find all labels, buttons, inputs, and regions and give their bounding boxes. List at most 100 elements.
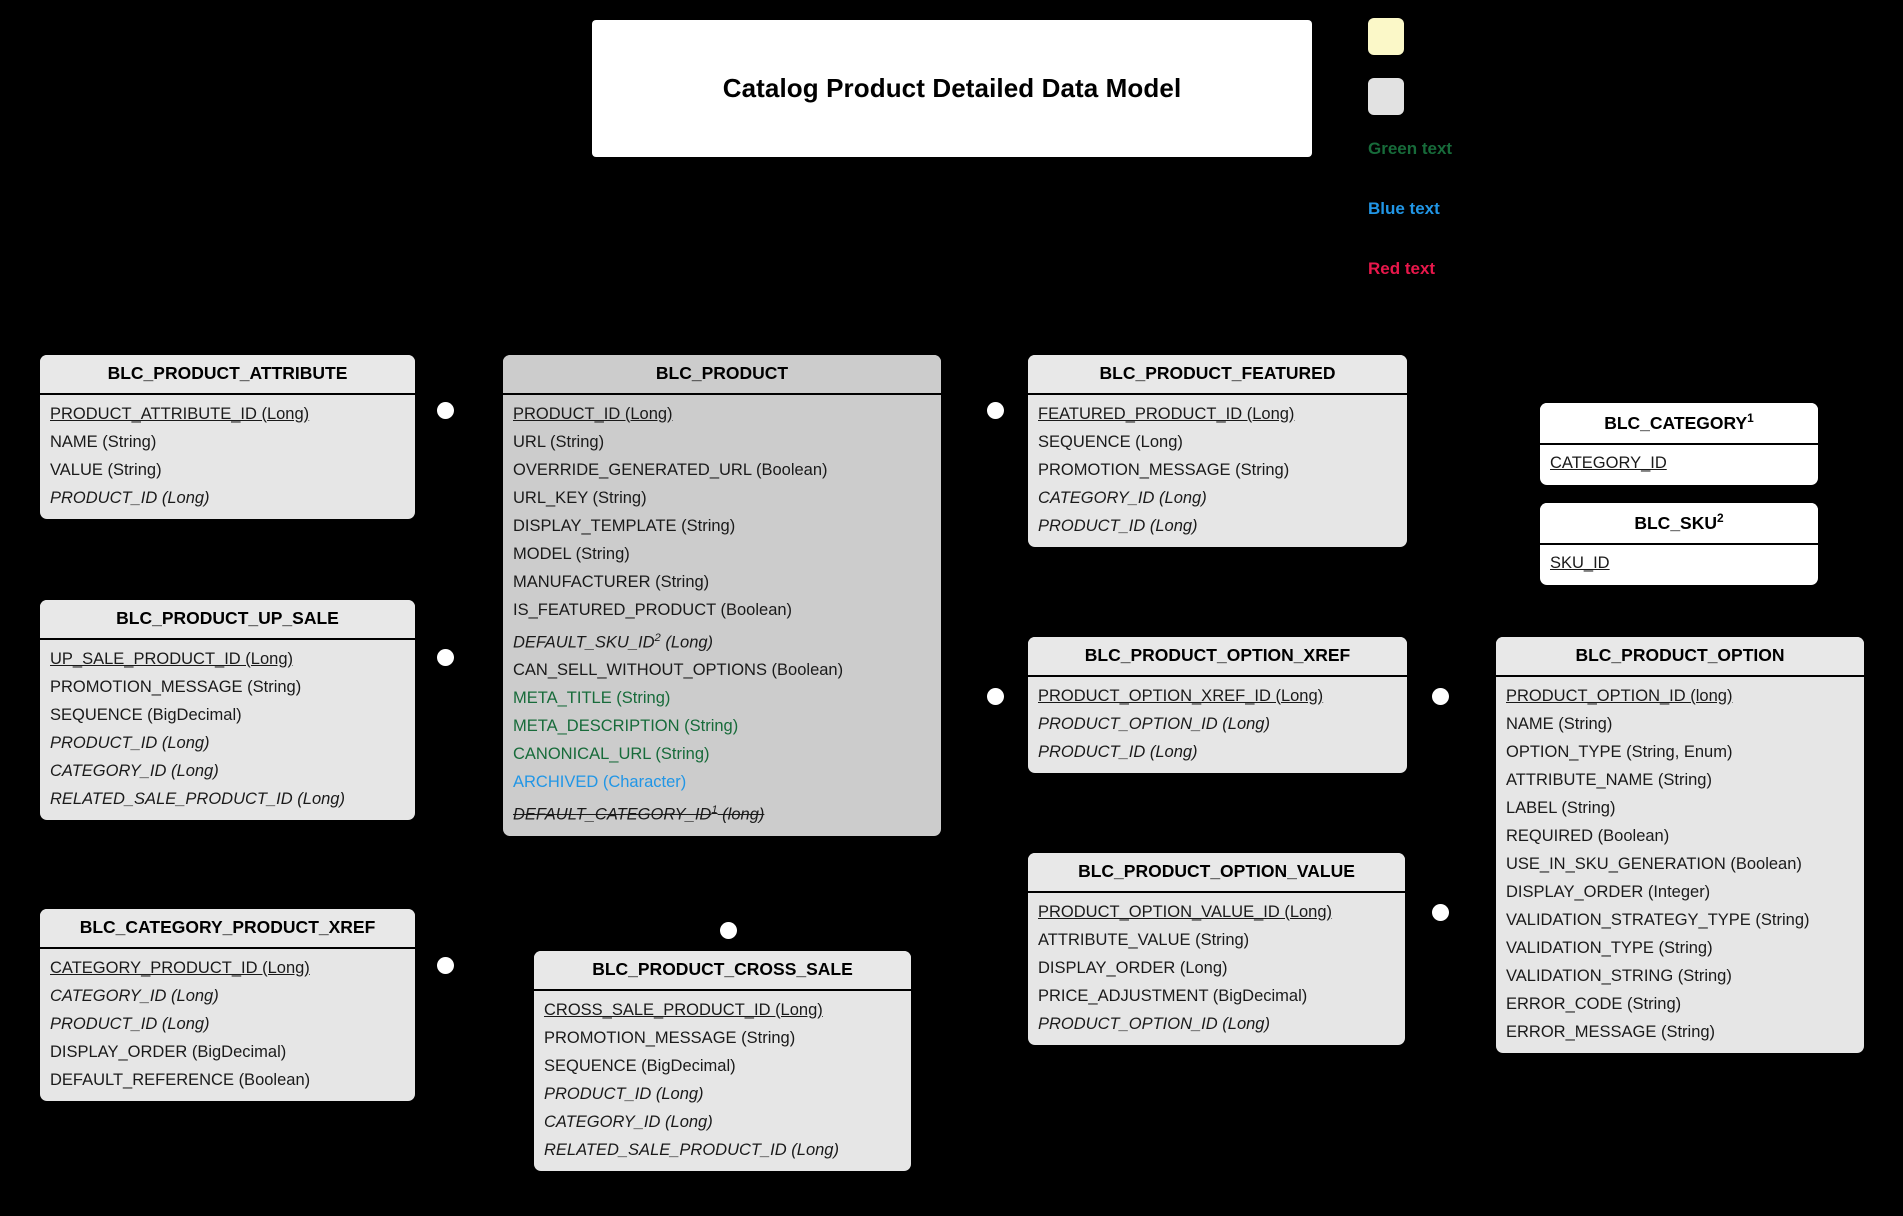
entity-field: PRODUCT_OPTION_ID (Long): [1038, 714, 1270, 733]
entity-field-list: CATEGORY_ID: [1540, 445, 1818, 485]
entity-title: BLC_PRODUCT_ATTRIBUTE: [40, 355, 415, 395]
entity-field: SEQUENCE (BigDecimal): [544, 1056, 736, 1075]
entity-field: CROSS_SALE_PRODUCT_ID (Long): [544, 1000, 823, 1019]
relationship-dot: [437, 957, 454, 974]
entity-field: CATEGORY_ID (Long): [544, 1112, 713, 1131]
entity-title: BLC_PRODUCT_FEATURED: [1028, 355, 1407, 395]
entity-title: BLC_PRODUCT_OPTION: [1496, 637, 1864, 677]
legend-row-yellow: [1368, 18, 1688, 78]
legend-row-green: Green text: [1368, 138, 1688, 198]
entity-field: RELATED_SALE_PRODUCT_ID (Long): [544, 1140, 839, 1159]
entity-table[interactable]: BLC_PRODUCT_OPTION_XREF PRODUCT_OPTION_XR…: [1028, 637, 1407, 773]
entity-field: PRODUCT_ID (Long): [1038, 742, 1198, 761]
entity-field: ERROR_CODE (String): [1506, 994, 1682, 1013]
entity-field: SKU_ID: [1550, 554, 1610, 573]
entity-field: FEATURED_PRODUCT_ID (Long): [1038, 404, 1295, 423]
entity-field-list: PRODUCT_OPTION_ID (long)NAME (String)OPT…: [1496, 677, 1864, 1053]
entity-field-list: CROSS_SALE_PRODUCT_ID (Long) PROMOTION_ME…: [534, 991, 911, 1171]
entity-field-list: FEATURED_PRODUCT_ID (Long) SEQUENCE (Long…: [1028, 395, 1407, 547]
entity-field: CAN_SELL_WITHOUT_OPTIONS (Boolean): [513, 661, 844, 679]
entity-title: BLC_SKU2: [1540, 503, 1818, 545]
entity-field: OPTION_TYPE (String, Enum): [1506, 742, 1733, 761]
entity-field: PRICE_ADJUSTMENT (BigDecimal): [1038, 986, 1308, 1005]
entity-field: ATTRIBUTE_NAME (String): [1506, 770, 1712, 789]
entity-field: ATTRIBUTE_VALUE (String): [1038, 930, 1250, 949]
relationship-dot: [1432, 904, 1449, 921]
entity-field: CATEGORY_ID (Long): [50, 761, 219, 780]
entity-field: CANONICAL_URL (String): [513, 745, 710, 763]
entity-field: PROMOTION_MESSAGE (String): [50, 677, 302, 696]
legend-label-red: Red text: [1368, 259, 1436, 278]
entity-field: RELATED_SALE_PRODUCT_ID (Long): [50, 789, 345, 808]
entity-field: USE_IN_SKU_GENERATION (Boolean): [1506, 854, 1802, 873]
entity-field: URL_KEY (String): [513, 488, 647, 507]
entity-field: CATEGORY_PRODUCT_ID (Long): [50, 958, 310, 977]
entity-field: NAME (String): [50, 432, 157, 451]
entity-field: MODEL (String): [513, 544, 630, 563]
relationship-dot: [720, 922, 737, 939]
entity-field: PRODUCT_OPTION_XREF_ID (Long): [1038, 686, 1324, 705]
entity-table[interactable]: BLC_PRODUCT PRODUCT_ID (Long) URL (String)…: [503, 355, 941, 836]
entity-field: PRODUCT_ID (Long): [544, 1084, 704, 1103]
gray-swatch: [1368, 78, 1404, 115]
entity-field: META_TITLE (String): [513, 689, 671, 707]
entity-title: BLC_PRODUCT_CROSS_SALE: [534, 951, 911, 991]
entity-field: CATEGORY_ID: [1550, 454, 1667, 473]
diagram-title-banner: Catalog Product Detailed Data Model: [592, 20, 1312, 157]
entity-field: VALIDATION_TYPE (String): [1506, 938, 1713, 957]
legend: Green text Blue text Red text: [1368, 18, 1688, 318]
entity-field-list: UP_SALE_PRODUCT_ID (Long) PROMOTION_MESSA…: [40, 640, 415, 820]
entity-field: CATEGORY_ID (Long): [50, 986, 219, 1005]
entity-field: REQUIRED (Boolean): [1506, 826, 1670, 845]
entity-title: BLC_PRODUCT: [503, 355, 941, 395]
relationship-dot: [1432, 688, 1449, 705]
entity-field: META_DESCRIPTION (String): [513, 717, 739, 735]
entity-title: BLC_CATEGORY1: [1540, 403, 1818, 445]
entity-field: NAME (String): [1506, 714, 1613, 733]
entity-field: VALIDATION_STRING (String): [1506, 966, 1732, 985]
entity-field: UP_SALE_PRODUCT_ID (Long): [50, 649, 294, 668]
entity-field: DEFAULT_CATEGORY_ID1 (long): [513, 804, 765, 824]
entity-field: DEFAULT_SKU_ID2 (Long): [513, 631, 714, 652]
entity-field: PRODUCT_ID (Long): [1038, 516, 1198, 535]
entity-field: URL (String): [513, 432, 605, 451]
entity-field-list: PRODUCT_OPTION_VALUE_ID (Long)ATTRIBUTE_…: [1028, 893, 1405, 1045]
entity-field-list: PRODUCT_ID (Long) URL (String) OVERRIDE_GE…: [503, 395, 941, 836]
entity-title: BLC_PRODUCT_OPTION_XREF: [1028, 637, 1407, 677]
entity-field: OVERRIDE_GENERATED_URL (Boolean): [513, 460, 828, 479]
legend-row-red: Red text: [1368, 258, 1688, 318]
entity-field: PROMOTION_MESSAGE (String): [1038, 460, 1290, 479]
entity-field: DISPLAY_TEMPLATE (String): [513, 516, 736, 535]
entity-field: VALUE (String): [50, 460, 162, 479]
entity-title: BLC_PRODUCT_UP_SALE: [40, 600, 415, 640]
entity-field: ERROR_MESSAGE (String): [1506, 1022, 1716, 1041]
legend-label-green: Green text: [1368, 139, 1453, 158]
entity-field: PRODUCT_ID (Long): [50, 1014, 210, 1033]
entity-field-list: CATEGORY_PRODUCT_ID (Long) CATEGORY_ID (L…: [40, 949, 415, 1101]
entity-field: PROMOTION_MESSAGE (String): [544, 1028, 796, 1047]
entity-title: BLC_PRODUCT_OPTION_VALUE: [1028, 853, 1405, 893]
legend-row-blue: Blue text: [1368, 198, 1688, 258]
relationship-dot: [437, 402, 454, 419]
entity-field: LABEL (String): [1506, 798, 1616, 817]
entity-field: PRODUCT_OPTION_ID (Long): [1038, 1014, 1270, 1033]
entity-field: VALIDATION_STRATEGY_TYPE (String): [1506, 910, 1810, 929]
entity-field: PRODUCT_ID (Long): [50, 733, 210, 752]
entity-field: IS_FEATURED_PRODUCT (Boolean): [513, 600, 793, 619]
entity-field: DEFAULT_REFERENCE (Boolean): [50, 1070, 311, 1089]
relationship-dot: [437, 649, 454, 666]
entity-field: SEQUENCE (Long): [1038, 432, 1183, 451]
entity-field: PRODUCT_ID (Long): [513, 404, 673, 423]
legend-row-gray: [1368, 78, 1688, 138]
legend-label-blue: Blue text: [1368, 199, 1440, 218]
entity-field: CATEGORY_ID (Long): [1038, 488, 1207, 507]
